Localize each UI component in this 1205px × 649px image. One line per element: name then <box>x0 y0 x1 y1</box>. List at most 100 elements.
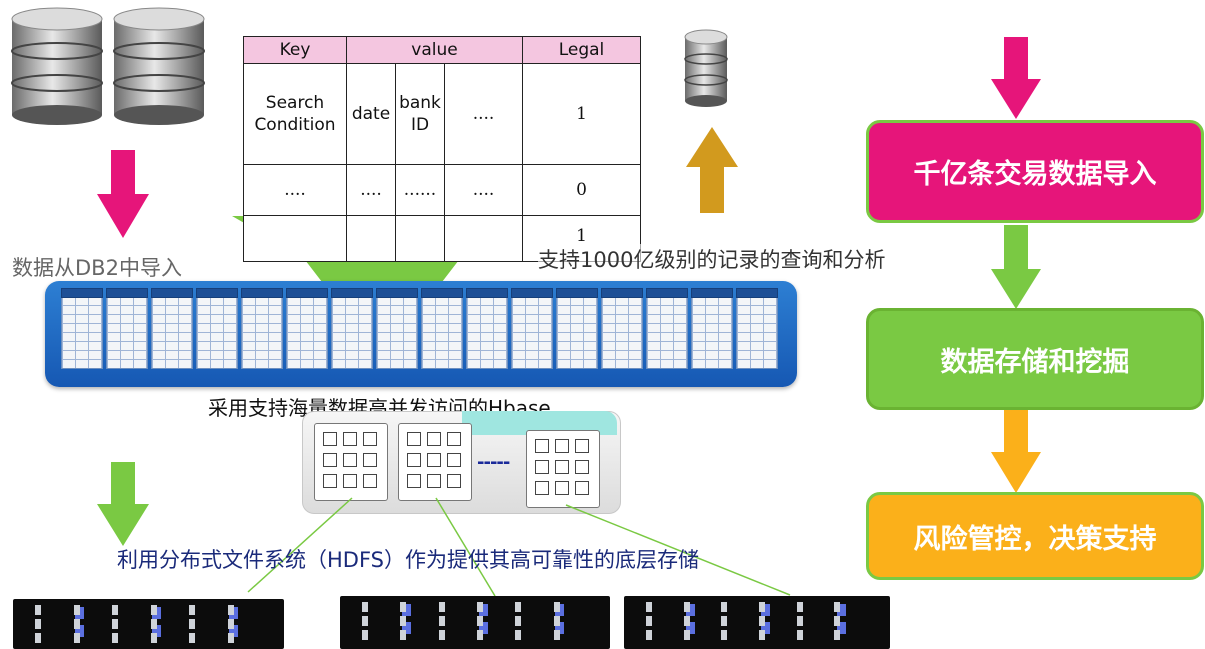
table-header-legal: Legal <box>522 36 641 64</box>
drive-slot <box>759 630 765 640</box>
table-header-value: value <box>346 36 523 64</box>
drive-slot <box>362 616 368 626</box>
drive-indicator <box>478 604 488 616</box>
drive-slot <box>189 619 195 629</box>
hbase-table-block <box>466 288 508 369</box>
table-cell: Search Condition <box>243 63 347 165</box>
region-cell <box>575 481 589 495</box>
hbase-table-block-cap <box>151 288 193 298</box>
region-cell <box>323 432 337 446</box>
drive-slot <box>35 619 41 629</box>
region-cell <box>447 453 461 467</box>
arrow-up-icon-gold <box>686 127 738 213</box>
hbase-table-block <box>61 288 103 369</box>
hbase-table-block <box>691 288 733 369</box>
hbase-table-block-cap <box>556 288 598 298</box>
drive-slot <box>796 616 803 626</box>
drive-indicator <box>555 622 565 634</box>
arrow-down-icon-orange-right <box>991 408 1041 493</box>
hdfs-label: 利用分布式文件系统（HDFS）作为提供其高可靠性的底层存储 <box>117 548 699 572</box>
hbase-table-block-cap <box>61 288 103 298</box>
hbase-table-block-cap <box>691 288 733 298</box>
table-row: 1 <box>243 215 641 262</box>
hbase-table-block <box>106 288 148 369</box>
drive-slot <box>646 616 652 626</box>
table-cell: ...... <box>395 164 445 216</box>
drive-slot <box>646 602 652 612</box>
region-cell <box>407 474 421 488</box>
drive-indicator <box>402 622 411 634</box>
region-cell <box>535 439 549 453</box>
hbase-storage-bar <box>45 281 797 387</box>
region-block-3 <box>526 430 600 508</box>
drive-indicator <box>836 604 846 616</box>
drive-slot <box>227 619 234 629</box>
drive-slot <box>73 605 80 615</box>
hbase-table-block <box>286 288 328 369</box>
table-cell: .... <box>444 63 523 165</box>
drive-slot <box>834 602 841 612</box>
drive-slot <box>796 630 803 640</box>
region-cell <box>343 432 357 446</box>
drive-slot <box>759 616 765 626</box>
region-cell <box>555 439 569 453</box>
flow-step-risk: 风险管控，决策支持 <box>866 492 1204 580</box>
arrow-down-icon-green-left <box>97 462 149 546</box>
drive-slot <box>515 616 522 626</box>
drive-slot <box>150 619 157 629</box>
region-cell <box>535 481 549 495</box>
drive-indicator <box>152 625 161 637</box>
drive-slot <box>515 630 522 640</box>
db2-import-label: 数据从DB2中导入 <box>12 256 182 280</box>
drive-slot <box>400 616 407 626</box>
server-rack-3 <box>624 596 890 649</box>
drive-indicator <box>229 607 238 619</box>
drive-slot <box>227 633 234 643</box>
flow-step-import-label: 千亿条交易数据导入 <box>913 159 1157 190</box>
database-icon-2 <box>113 7 205 125</box>
drive-slot <box>362 602 368 612</box>
drive-slot <box>400 602 407 612</box>
hbase-table-block <box>151 288 193 369</box>
drive-slot <box>683 616 690 626</box>
hbase-table-block <box>196 288 238 369</box>
drive-slot <box>683 602 690 612</box>
table-cell: .... <box>444 164 523 216</box>
region-cell <box>323 474 337 488</box>
drive-slot <box>112 633 118 643</box>
drive-slot <box>150 633 157 643</box>
drive-slot <box>515 602 522 612</box>
hbase-table-block-cap <box>196 288 238 298</box>
drive-slot <box>150 605 157 615</box>
drive-slot <box>35 633 41 643</box>
query-support-label: 支持1000亿级别的记录的查询和分析 <box>538 244 886 274</box>
hbase-table-block <box>421 288 463 369</box>
flow-step-import: 千亿条交易数据导入 <box>866 120 1204 223</box>
drive-slot <box>683 630 690 640</box>
hbase-table-block <box>331 288 373 369</box>
drive-slot <box>553 616 560 626</box>
arrow-down-icon-magenta-right <box>991 37 1041 119</box>
table-cell: 1 <box>522 63 641 165</box>
region-cell <box>427 474 441 488</box>
table-cell: 0 <box>522 164 641 216</box>
hbase-table-block-cap <box>286 288 328 298</box>
drive-slot <box>438 616 445 626</box>
drive-slot <box>796 602 803 612</box>
hbase-table-block-cap <box>421 288 463 298</box>
drive-indicator <box>686 604 695 616</box>
flow-step-risk-label: 风险管控，决策支持 <box>913 523 1157 555</box>
drive-slot <box>759 602 765 612</box>
table-cell <box>346 215 396 262</box>
drive-indicator <box>152 607 161 619</box>
drive-slot <box>834 616 841 626</box>
drive-indicator <box>478 622 488 634</box>
region-cell <box>363 474 377 488</box>
database-icon-1 <box>11 7 103 125</box>
drive-slot <box>721 630 728 640</box>
hbase-table-block-cap <box>601 288 643 298</box>
region-cell <box>343 474 357 488</box>
region-cell <box>535 460 549 474</box>
region-cell <box>363 432 377 446</box>
